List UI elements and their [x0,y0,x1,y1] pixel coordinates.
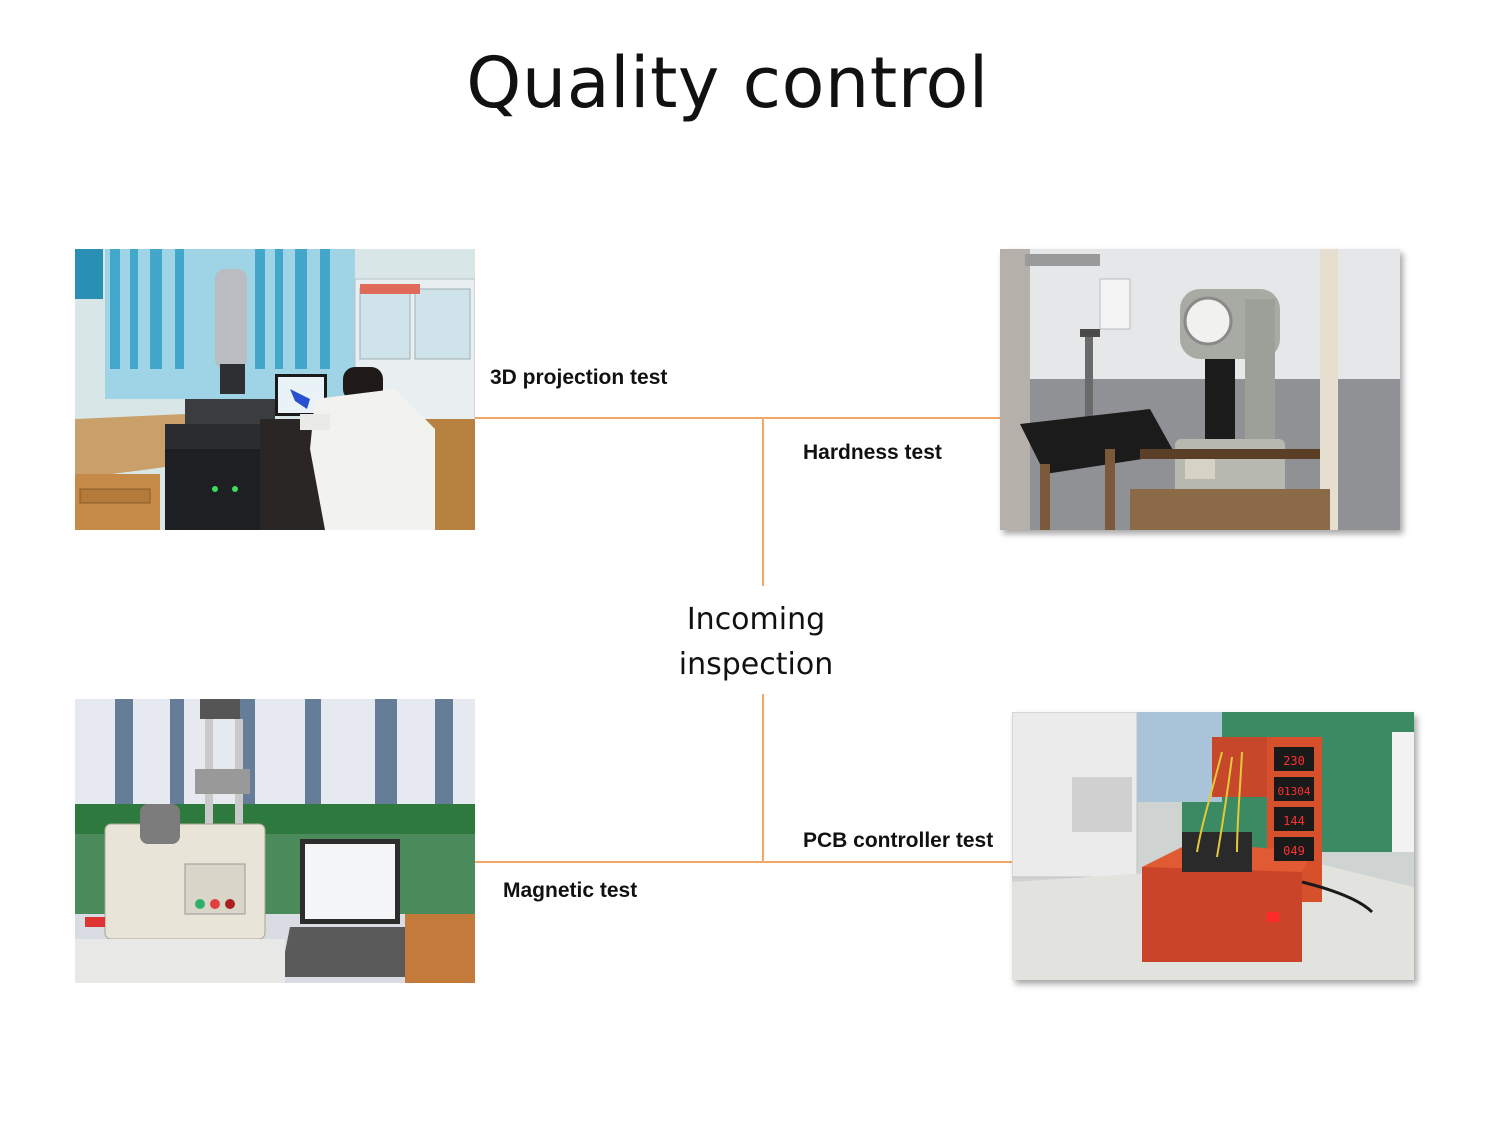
magnetic-test-photo [75,699,475,983]
slide-title: Quality control [466,42,989,124]
center-label-line2: inspection [678,647,834,682]
magnetic-test-label: Magnetic test [503,879,638,902]
display-reading-4: 049 [1283,844,1305,858]
projection-test-label: 3D projection test [490,366,668,389]
center-label-line1: Incoming [686,602,826,637]
connector-top-vertical [762,418,764,586]
connector-top-horizontal [475,417,1000,419]
display-reading-1: 230 [1283,754,1305,768]
pcb-controller-test-label: PCB controller test [803,829,994,852]
connector-bottom-horizontal [475,861,1012,863]
display-reading-2: 01304 [1277,785,1310,798]
pcb-controller-test-photo: 230 01304 144 049 [1012,712,1414,980]
projection-test-photo [75,249,475,530]
hardness-test-label: Hardness test [803,441,942,464]
connector-bottom-vertical [762,694,764,862]
hardness-test-photo [1000,249,1400,530]
incoming-inspection-label: Incoming inspection [656,597,856,687]
display-reading-3: 144 [1283,814,1305,828]
